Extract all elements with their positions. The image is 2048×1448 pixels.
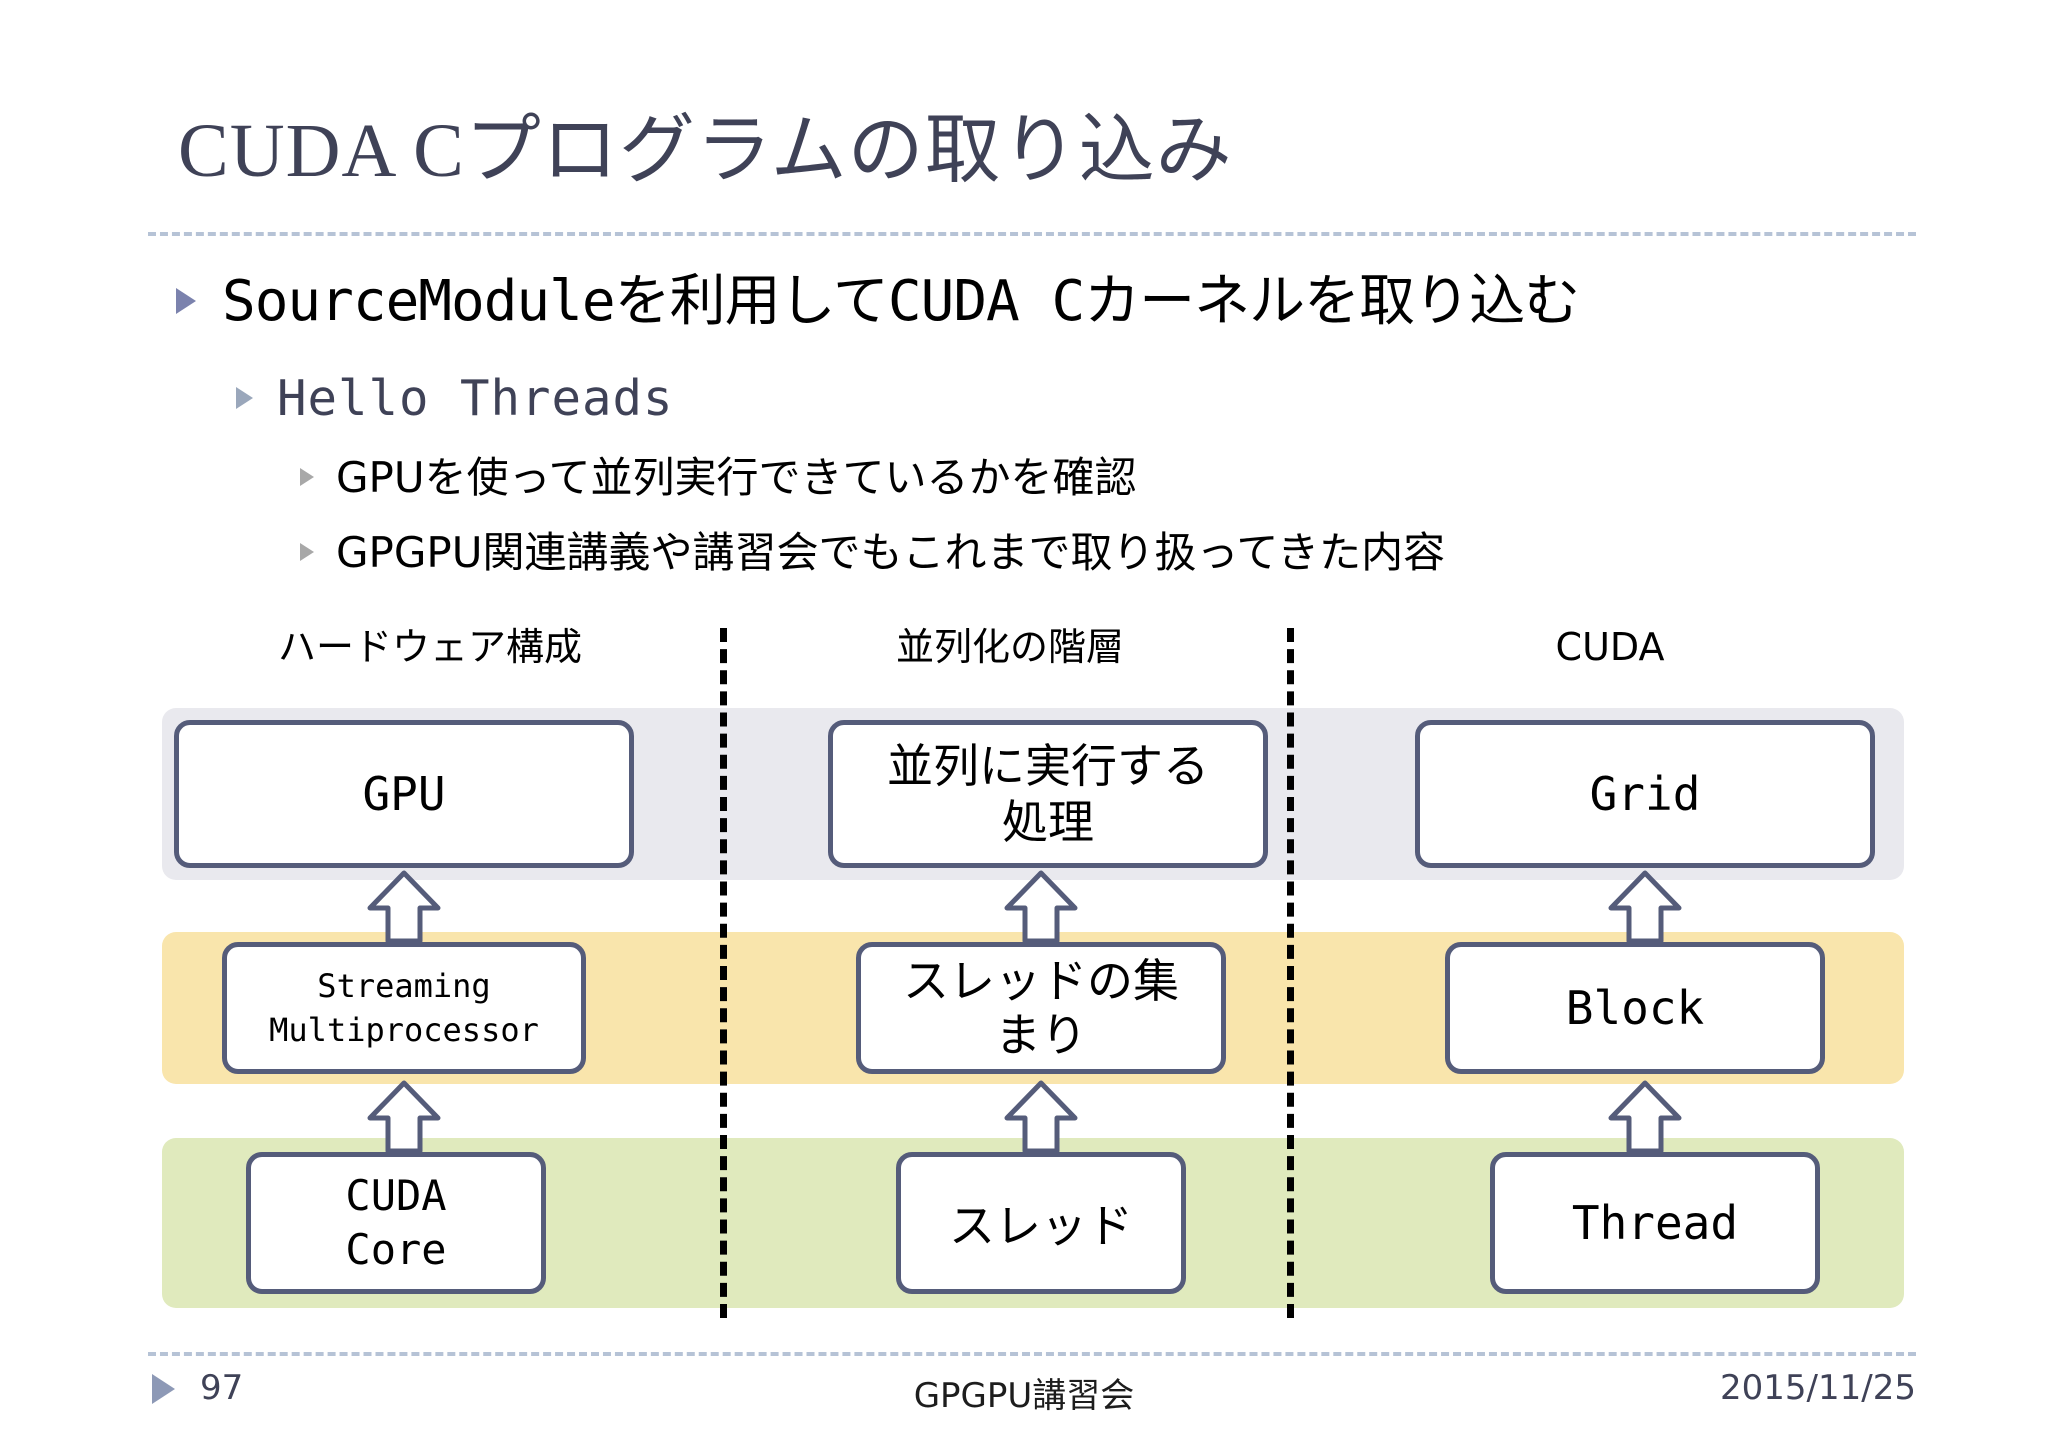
- diagram-node-label: Block: [1565, 981, 1705, 1035]
- hierarchy-diagram: ハードウェア構成 並列化の階層 CUDA GPU 並列に実行する 処理 Grid…: [150, 620, 1910, 1330]
- bullet-triangle-icon: [176, 288, 196, 314]
- bullet-level2: Hello Threads: [236, 372, 674, 426]
- arrow-up-icon: [1004, 1080, 1078, 1154]
- bullet-level3-label: GPUを使って並列実行できているかを確認: [336, 453, 1137, 502]
- bullet-triangle-icon: [236, 387, 253, 409]
- bullet-level3: GPGPU関連講義や講習会でもこれまで取り扱ってきた内容: [300, 530, 1445, 576]
- diagram-node-label: スレッド: [949, 1199, 1133, 1253]
- bullet-level2-label: Hello Threads: [277, 370, 674, 427]
- diagram-column-header-parallel: 並列化の階層: [895, 625, 1124, 669]
- diagram-node-gpu: GPU: [174, 720, 634, 868]
- diagram-node-label: Streaming Multiprocessor: [269, 967, 539, 1049]
- arrow-up-icon: [1608, 870, 1682, 944]
- diagram-node-streaming-multiprocessor: Streaming Multiprocessor: [222, 942, 586, 1074]
- arrow-up-icon: [367, 870, 441, 944]
- footer-date: 2015/11/25: [1720, 1368, 1916, 1408]
- bullet-triangle-icon: [300, 543, 314, 561]
- arrow-up-icon: [1608, 1080, 1682, 1154]
- bullet-level3: GPUを使って並列実行できているかを確認: [300, 455, 1137, 501]
- footer-divider: [148, 1352, 1916, 1356]
- diagram-node-thread-collection: スレッドの集 まり: [856, 942, 1226, 1074]
- diagram-node-label: GPU: [362, 767, 446, 821]
- diagram-node-grid: Grid: [1415, 720, 1875, 868]
- bullet-level3-label: GPGPU関連講義や講習会でもこれまで取り扱ってきた内容: [336, 528, 1446, 577]
- diagram-node-label: CUDA Core: [345, 1171, 447, 1274]
- bullet-level1-label: SourceModuleを利用してCUDA Cカーネルを取り込む: [222, 269, 1580, 334]
- arrow-up-icon: [1004, 870, 1078, 944]
- bullet-level1: SourceModuleを利用してCUDA Cカーネルを取り込む: [176, 269, 1580, 334]
- page-title: CUDA Cプログラムの取り込み: [178, 109, 1233, 193]
- diagram-node-label: 並列に実行する 処理: [887, 739, 1209, 849]
- arrow-up-icon: [367, 1080, 441, 1154]
- diagram-node-cuda-core: CUDA Core: [246, 1152, 546, 1294]
- diagram-node-label: スレッドの集 まり: [903, 954, 1179, 1062]
- footer-triangle-icon: [152, 1374, 175, 1404]
- diagram-node-block: Block: [1445, 942, 1825, 1074]
- diagram-column-header-cuda: CUDA: [1555, 625, 1665, 669]
- page-number: 97: [200, 1368, 244, 1408]
- diagram-separator-2: [1287, 628, 1294, 1318]
- diagram-node-parallel-processing: 並列に実行する 処理: [828, 720, 1268, 868]
- diagram-separator-1: [720, 628, 727, 1318]
- diagram-column-header-hardware: ハードウェア構成: [277, 625, 582, 669]
- title-divider: [148, 232, 1916, 236]
- footer-center-text: GPGPU講習会: [913, 1376, 1135, 1416]
- diagram-node-label: Thread: [1571, 1196, 1739, 1250]
- diagram-node-thread: Thread: [1490, 1152, 1820, 1294]
- bullet-triangle-icon: [300, 468, 314, 486]
- diagram-node-label: Grid: [1589, 767, 1701, 821]
- diagram-node-thread-jp: スレッド: [896, 1152, 1186, 1294]
